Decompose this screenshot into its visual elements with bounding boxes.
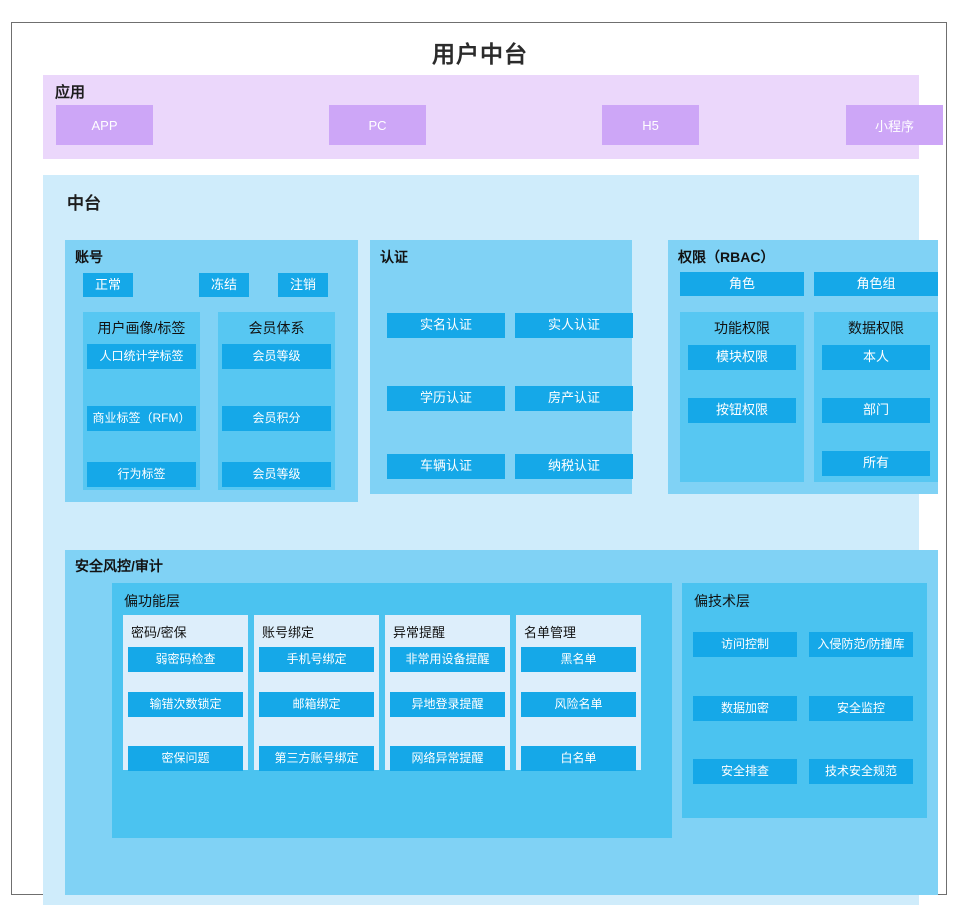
group-permission-title: 权限（RBAC） (678, 249, 775, 265)
subpanel-user-profile-title: 用户画像/标签 (97, 320, 186, 336)
auth-property[interactable]: 房产认证 (515, 386, 633, 411)
email-binding[interactable]: 邮箱绑定 (259, 692, 374, 717)
card-account-binding: 账号绑定 手机号绑定 邮箱绑定 第三方账号绑定 (254, 615, 379, 771)
layer-technical-title: 偏技术层 (694, 593, 750, 609)
app-channel-h5[interactable]: H5 (602, 105, 699, 145)
phone-binding[interactable]: 手机号绑定 (259, 647, 374, 672)
subpanel-function-permission-title: 功能权限 (714, 320, 770, 336)
risk-list[interactable]: 风险名单 (521, 692, 636, 717)
wrong-attempt-lock[interactable]: 输错次数锁定 (128, 692, 243, 717)
auth-vehicle[interactable]: 车辆认证 (387, 454, 505, 479)
permission-role-group[interactable]: 角色组 (814, 272, 938, 296)
card-abnormal-alerts: 异常提醒 非常用设备提醒 异地登录提醒 网络异常提醒 (385, 615, 510, 771)
third-party-binding[interactable]: 第三方账号绑定 (259, 746, 374, 771)
subpanel-function-permission: 功能权限 模块权限 按钮权限 (680, 312, 804, 482)
auth-real-name[interactable]: 实名认证 (387, 313, 505, 338)
security-question[interactable]: 密保问题 (128, 746, 243, 771)
profile-tag-demographic[interactable]: 人口统计学标签 (87, 344, 196, 369)
membership-level[interactable]: 会员等级 (222, 344, 331, 369)
card-list-management-title: 名单管理 (524, 625, 577, 640)
subpanel-membership: 会员体系 会员等级 会员积分 会员等级 (218, 312, 335, 490)
whitelist[interactable]: 白名单 (521, 746, 636, 771)
group-security-risk-audit: 安全风控/审计 偏功能层 密码/密保 弱密码检查 输错次数锁定 密保问题 账号绑… (65, 550, 938, 895)
data-permission-self[interactable]: 本人 (822, 345, 930, 370)
membership-level-2[interactable]: 会员等级 (222, 462, 331, 487)
remote-login-alert[interactable]: 异地登录提醒 (390, 692, 505, 717)
card-password-security-title: 密码/密保 (131, 625, 187, 640)
membership-points[interactable]: 会员积分 (222, 406, 331, 431)
page-title: 用户中台 (432, 41, 528, 67)
technical-security-standard[interactable]: 技术安全规范 (809, 759, 913, 784)
diagram-frame: 用户中台 应用 APP PC H5 小程序 中台 账号 正常 冻结 注销 用户画… (11, 22, 947, 905)
card-abnormal-alerts-title: 异常提醒 (393, 625, 446, 640)
intrusion-prevention[interactable]: 入侵防范/防撞库 (809, 632, 913, 657)
blacklist[interactable]: 黑名单 (521, 647, 636, 672)
middle-platform-title: 中台 (67, 194, 101, 213)
auth-tax[interactable]: 纳税认证 (515, 454, 633, 479)
middle-platform-band: 中台 账号 正常 冻结 注销 用户画像/标签 人口统计学标签 商业标签（RFM）… (43, 175, 938, 905)
profile-tag-commercial-rfm[interactable]: 商业标签（RFM） (87, 406, 196, 431)
function-permission-button[interactable]: 按钮权限 (688, 398, 796, 423)
account-status-closed[interactable]: 注销 (278, 273, 328, 297)
group-authentication: 认证 实名认证 实人认证 学历认证 房产认证 车辆认证 纳税认证 (370, 240, 633, 494)
unusual-device-alert[interactable]: 非常用设备提醒 (390, 647, 505, 672)
app-channel-pc[interactable]: PC (329, 105, 426, 145)
card-password-security: 密码/密保 弱密码检查 输错次数锁定 密保问题 (123, 615, 248, 771)
data-permission-department[interactable]: 部门 (822, 398, 930, 423)
group-security-title: 安全风控/审计 (75, 558, 163, 574)
card-list-management: 名单管理 黑名单 风险名单 白名单 (516, 615, 641, 771)
security-inspection[interactable]: 安全排查 (693, 759, 797, 784)
application-band-title: 应用 (55, 84, 86, 101)
auth-real-person[interactable]: 实人认证 (515, 313, 633, 338)
data-encryption[interactable]: 数据加密 (693, 696, 797, 721)
subpanel-data-permission: 数据权限 本人 部门 所有 (814, 312, 938, 482)
access-control[interactable]: 访问控制 (693, 632, 797, 657)
subpanel-membership-title: 会员体系 (248, 320, 305, 336)
data-permission-all[interactable]: 所有 (822, 451, 930, 476)
app-channel-miniprogram[interactable]: 小程序 (846, 105, 943, 145)
group-account: 账号 正常 冻结 注销 用户画像/标签 人口统计学标签 商业标签（RFM） 行为… (65, 240, 358, 502)
weak-password-check[interactable]: 弱密码检查 (128, 647, 243, 672)
layer-functional-title: 偏功能层 (124, 593, 180, 609)
function-permission-module[interactable]: 模块权限 (688, 345, 796, 370)
app-channel-app[interactable]: APP (56, 105, 153, 145)
profile-tag-behavior[interactable]: 行为标签 (87, 462, 196, 487)
application-band: 应用 APP PC H5 小程序 (43, 75, 943, 159)
subpanel-user-profile: 用户画像/标签 人口统计学标签 商业标签（RFM） 行为标签 (83, 312, 200, 490)
account-status-frozen[interactable]: 冻结 (199, 273, 249, 297)
account-status-normal[interactable]: 正常 (83, 273, 133, 297)
group-account-title: 账号 (75, 249, 103, 265)
layer-functional: 偏功能层 密码/密保 弱密码检查 输错次数锁定 密保问题 账号绑定 手机号绑定 … (112, 583, 672, 838)
group-authentication-title: 认证 (380, 249, 408, 265)
subpanel-data-permission-title: 数据权限 (848, 320, 904, 336)
permission-role[interactable]: 角色 (680, 272, 804, 296)
layer-technical: 偏技术层 访问控制 入侵防范/防撞库 数据加密 安全监控 安全排查 技术安全规范 (682, 583, 927, 818)
auth-education[interactable]: 学历认证 (387, 386, 505, 411)
group-permission-rbac: 权限（RBAC） 角色 角色组 功能权限 模块权限 按钮权限 数据权限 本人 部… (668, 240, 938, 494)
network-anomaly-alert[interactable]: 网络异常提醒 (390, 746, 505, 771)
card-account-binding-title: 账号绑定 (262, 625, 315, 640)
security-monitoring[interactable]: 安全监控 (809, 696, 913, 721)
